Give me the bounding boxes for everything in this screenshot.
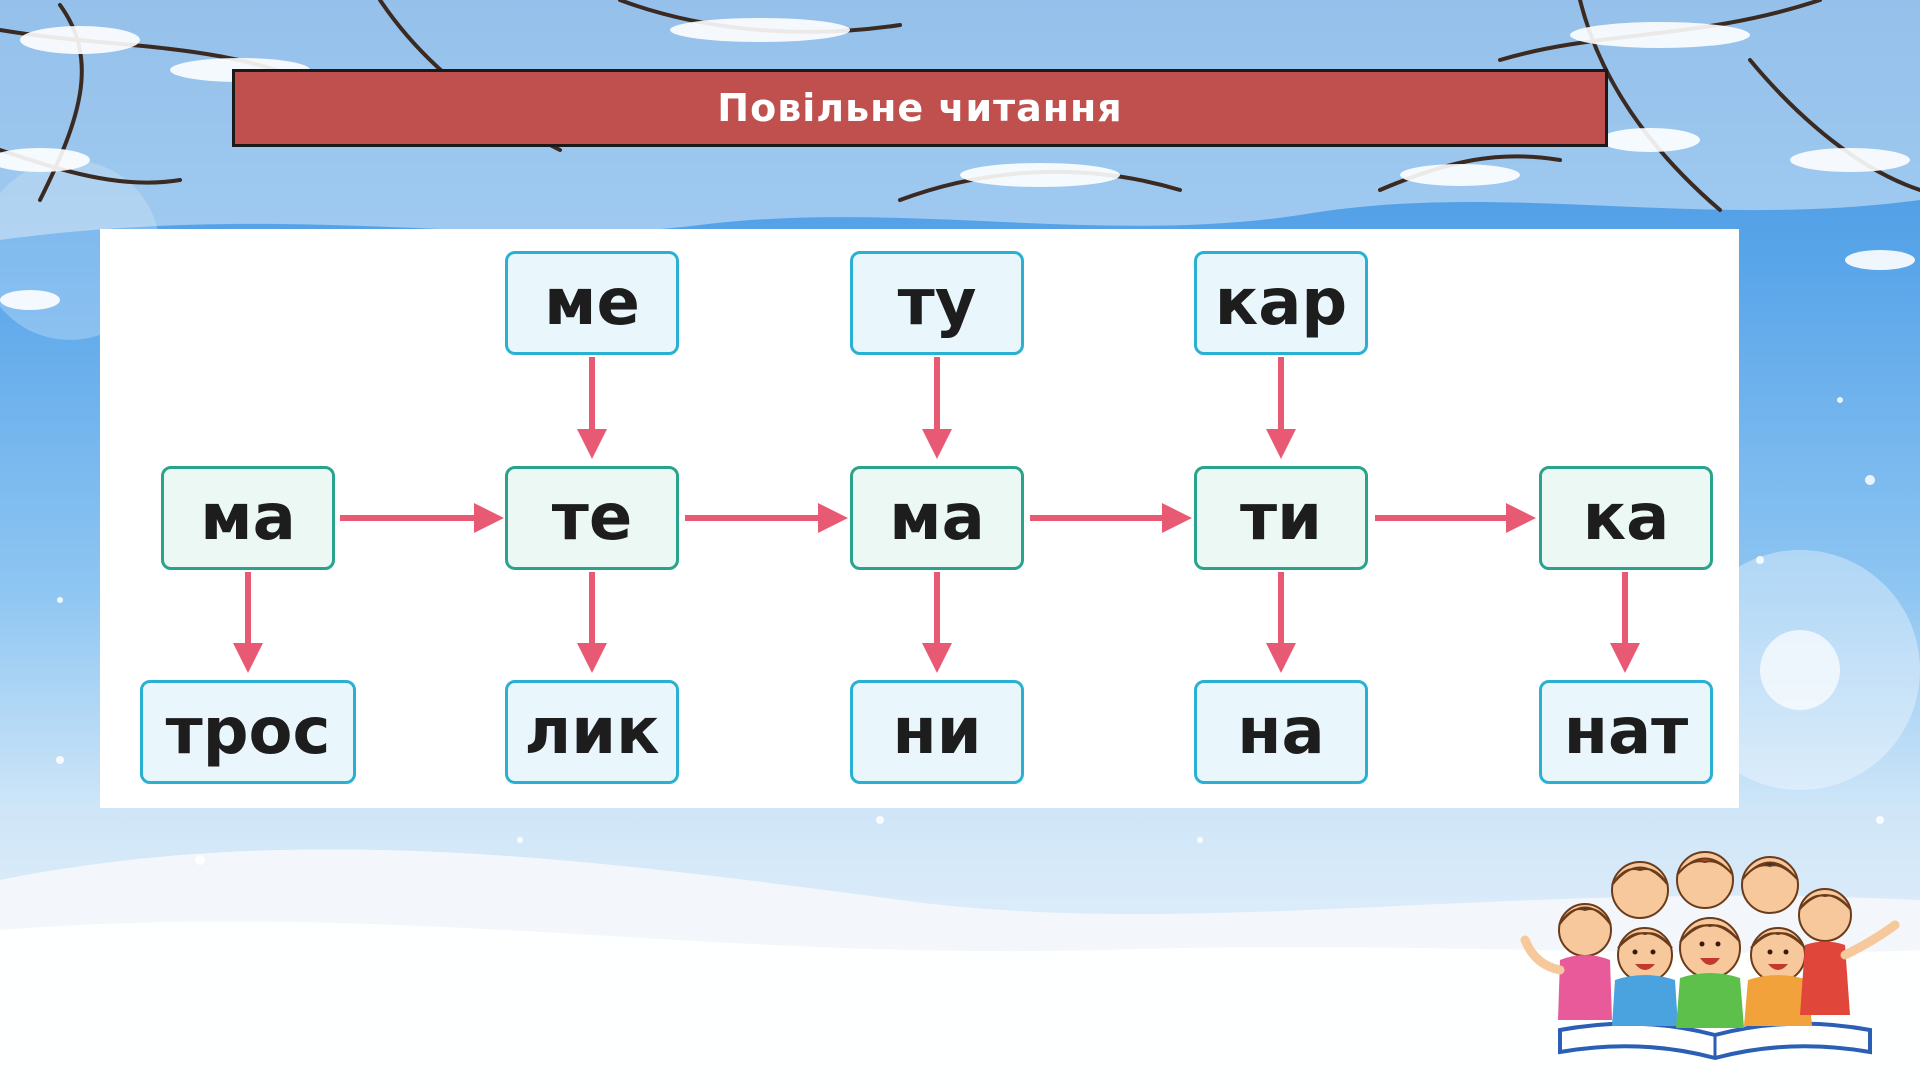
syllable-box-na: на (1194, 680, 1368, 784)
title-banner: Повільне читання (232, 69, 1608, 147)
syllable-box-me: ме (505, 251, 679, 355)
syllable-box-ma-1: ма (161, 466, 335, 570)
syllable-box-tros: трос (140, 680, 356, 784)
syllable-box-tu: ту (850, 251, 1024, 355)
syllable-box-ka: ка (1539, 466, 1713, 570)
slide-title: Повільне читання (717, 86, 1123, 130)
syllable-box-ny: ни (850, 680, 1024, 784)
syllable-box-ti: ти (1194, 466, 1368, 570)
syllable-box-ma-2: ма (850, 466, 1024, 570)
syllable-box-te: те (505, 466, 679, 570)
children-reading-clipart (1520, 851, 1900, 1061)
syllable-box-lyk: лик (505, 680, 679, 784)
syllable-box-nat: нат (1539, 680, 1713, 784)
syllable-box-kar: кар (1194, 251, 1368, 355)
syllable-arrows (233, 357, 1640, 673)
